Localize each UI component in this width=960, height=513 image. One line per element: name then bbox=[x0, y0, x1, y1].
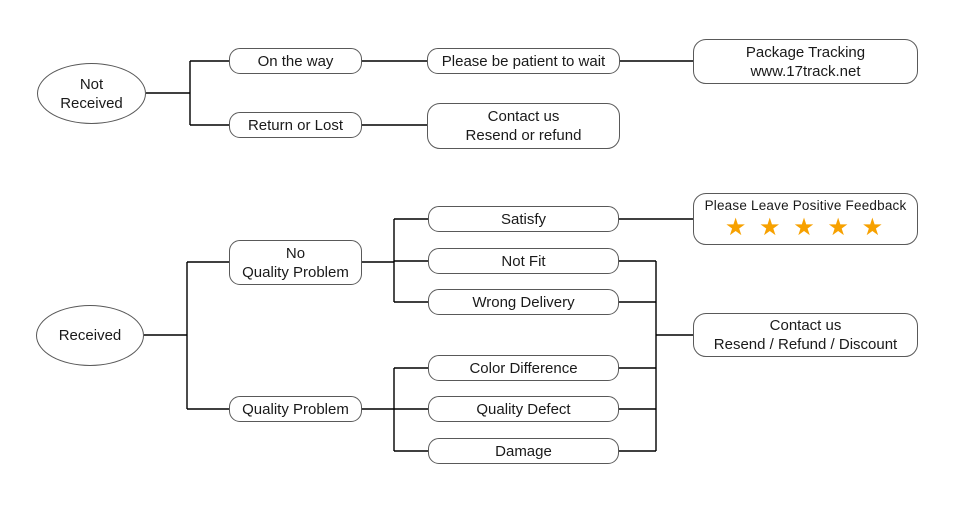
node-positive-feedback: Please Leave Positive Feedback ★ ★ ★ ★ ★ bbox=[693, 193, 918, 245]
node-label: Damage bbox=[495, 442, 552, 460]
tracking-url: www.17track.net bbox=[750, 62, 861, 80]
node-package-tracking: Package Tracking www.17track.net bbox=[693, 39, 918, 84]
node-return-or-lost: Return or Lost bbox=[229, 112, 362, 138]
node-color-difference: Color Difference bbox=[428, 355, 619, 381]
node-on-the-way: On the way bbox=[229, 48, 362, 74]
node-label: Received bbox=[60, 94, 123, 112]
node-label: Quality Problem bbox=[242, 263, 349, 281]
node-contact-resend-refund: Contact us Resend or refund bbox=[427, 103, 620, 149]
node-label: On the way bbox=[257, 52, 334, 70]
node-label: Please be patient to wait bbox=[441, 52, 606, 70]
node-label: No bbox=[285, 244, 306, 262]
node-no-quality-problem: No Quality Problem bbox=[229, 240, 362, 285]
node-label: Resend or refund bbox=[465, 127, 582, 144]
node-wrong-delivery: Wrong Delivery bbox=[428, 289, 619, 315]
node-label: Resend / Refund / Discount bbox=[713, 336, 898, 353]
connector-path bbox=[144, 60, 693, 452]
node-please-be-patient: Please be patient to wait bbox=[427, 48, 620, 74]
node-label: Package Tracking bbox=[745, 43, 866, 61]
node-label: Not bbox=[79, 75, 104, 93]
five-star-rating-icon: ★ ★ ★ ★ ★ bbox=[724, 214, 887, 241]
node-damage: Damage bbox=[428, 438, 619, 464]
node-received: Received bbox=[36, 305, 144, 366]
node-label: Please Leave Positive Feedback bbox=[704, 198, 907, 213]
node-not-fit: Not Fit bbox=[428, 248, 619, 274]
node-label: Wrong Delivery bbox=[472, 293, 575, 311]
node-label: Quality Problem bbox=[242, 400, 349, 418]
node-label: Color Difference bbox=[469, 359, 578, 377]
node-quality-problem: Quality Problem bbox=[229, 396, 362, 422]
node-label: Quality Defect bbox=[476, 400, 571, 418]
node-label: Return or Lost bbox=[247, 116, 344, 134]
node-label: Satisfy bbox=[500, 210, 546, 228]
node-label: Not Fit bbox=[501, 252, 546, 270]
node-label: Received bbox=[58, 327, 122, 344]
node-contact-full: Contact us Resend / Refund / Discount bbox=[693, 313, 918, 357]
node-quality-defect: Quality Defect bbox=[428, 396, 619, 422]
node-label: Contact us bbox=[487, 108, 560, 125]
node-satisfy: Satisfy bbox=[428, 206, 619, 232]
node-label: Contact us bbox=[769, 317, 842, 334]
node-not-received: Not Received bbox=[37, 63, 146, 124]
